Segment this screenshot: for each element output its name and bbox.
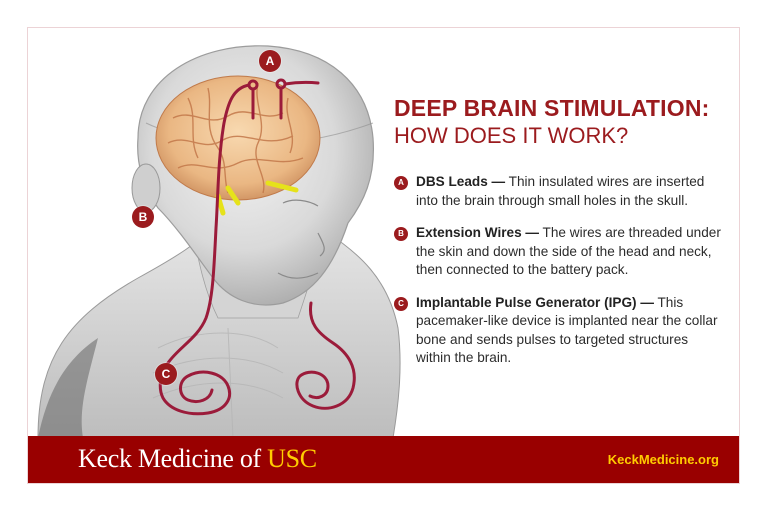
- item-description: The wires are threaded under the skin an…: [416, 225, 721, 277]
- brand-logo: Keck Medicine of USC: [78, 444, 317, 474]
- badge-c-icon: C: [394, 296, 408, 311]
- marker-a: A: [259, 50, 281, 72]
- brand-prefix: Keck Medicine of: [78, 444, 268, 473]
- badge-a-icon: A: [394, 176, 408, 190]
- brand-usc: USC: [267, 444, 317, 473]
- badge-b-icon: B: [394, 227, 408, 241]
- list-item-dbs-leads: A DBS Leads — Thin insulated wires are i…: [394, 173, 724, 210]
- item-label: DBS Leads —: [416, 174, 506, 189]
- marker-c: C: [155, 363, 177, 385]
- title-line-2: HOW DOES IT WORK?: [394, 123, 629, 148]
- infographic-frame: A B C DEEP BRAIN STIMULATION: HOW DOES I…: [27, 27, 740, 484]
- marker-b: B: [132, 206, 154, 228]
- page-title: DEEP BRAIN STIMULATION: HOW DOES IT WORK…: [394, 94, 734, 150]
- title-line-1: DEEP BRAIN STIMULATION:: [394, 95, 710, 121]
- head-torso-illustration: [37, 45, 401, 438]
- item-description: Thin insulated wires are inserted into t…: [416, 174, 705, 208]
- component-list: A DBS Leads — Thin insulated wires are i…: [394, 173, 724, 382]
- footer-band: Keck Medicine of USC KeckMedicine.org: [28, 436, 739, 483]
- item-label: Implantable Pulse Generator (IPG) —: [416, 294, 654, 310]
- item-description: This pacemaker-like device is implanted …: [416, 294, 718, 366]
- list-item-ipg: C Implantable Pulse Generator (IPG) — Th…: [394, 294, 724, 368]
- list-item-extension-wires: B Extension Wires — The wires are thread…: [394, 224, 724, 280]
- item-label: Extension Wires —: [416, 225, 540, 240]
- website-link[interactable]: KeckMedicine.org: [607, 452, 719, 467]
